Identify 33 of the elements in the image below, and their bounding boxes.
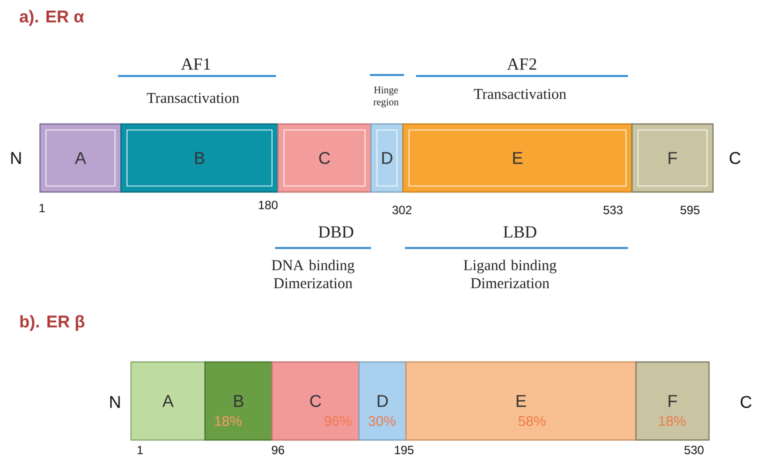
identity-percent: 18% bbox=[215, 416, 242, 426]
domain-box: C bbox=[277, 123, 372, 193]
region-label: Ligand binding Dimerization bbox=[464, 260, 556, 288]
domain-box: A bbox=[39, 123, 122, 193]
domain-box: F bbox=[631, 123, 714, 193]
region-label: AF2 bbox=[507, 58, 536, 70]
domain-box: E bbox=[402, 123, 633, 193]
residue-number: 180 bbox=[258, 200, 278, 210]
domain-box: D bbox=[370, 123, 404, 193]
region-label: Hinge region bbox=[373, 86, 399, 108]
panel-title: b). ER β bbox=[20, 315, 84, 331]
identity-percent: 18% bbox=[659, 416, 686, 426]
residue-number: 195 bbox=[394, 446, 414, 454]
residue-number: 533 bbox=[603, 206, 622, 214]
identity-percent: 30% bbox=[368, 416, 396, 426]
region-label: LBD bbox=[504, 226, 536, 238]
residue-number: 1 bbox=[40, 204, 45, 212]
identity-percent: 96% bbox=[324, 416, 352, 426]
region-label: AF1 bbox=[181, 58, 210, 70]
terminus-label: N bbox=[11, 152, 21, 164]
residue-number: 595 bbox=[680, 206, 700, 214]
terminus-label: C bbox=[730, 152, 740, 164]
domain-box: A bbox=[130, 361, 206, 441]
region-label: DNA binding Dimerization bbox=[272, 260, 354, 288]
identity-percent: 58% bbox=[518, 416, 546, 426]
region-label: Transactivation bbox=[146, 92, 240, 104]
residue-number: 302 bbox=[392, 206, 412, 214]
panel-title: a). ER α bbox=[20, 10, 84, 26]
region-label: Transactivation bbox=[474, 88, 566, 100]
domain-box: B bbox=[120, 123, 279, 193]
region-label: DBD bbox=[318, 226, 354, 238]
terminus-label: C bbox=[740, 396, 752, 408]
residue-number: 96 bbox=[272, 446, 284, 454]
